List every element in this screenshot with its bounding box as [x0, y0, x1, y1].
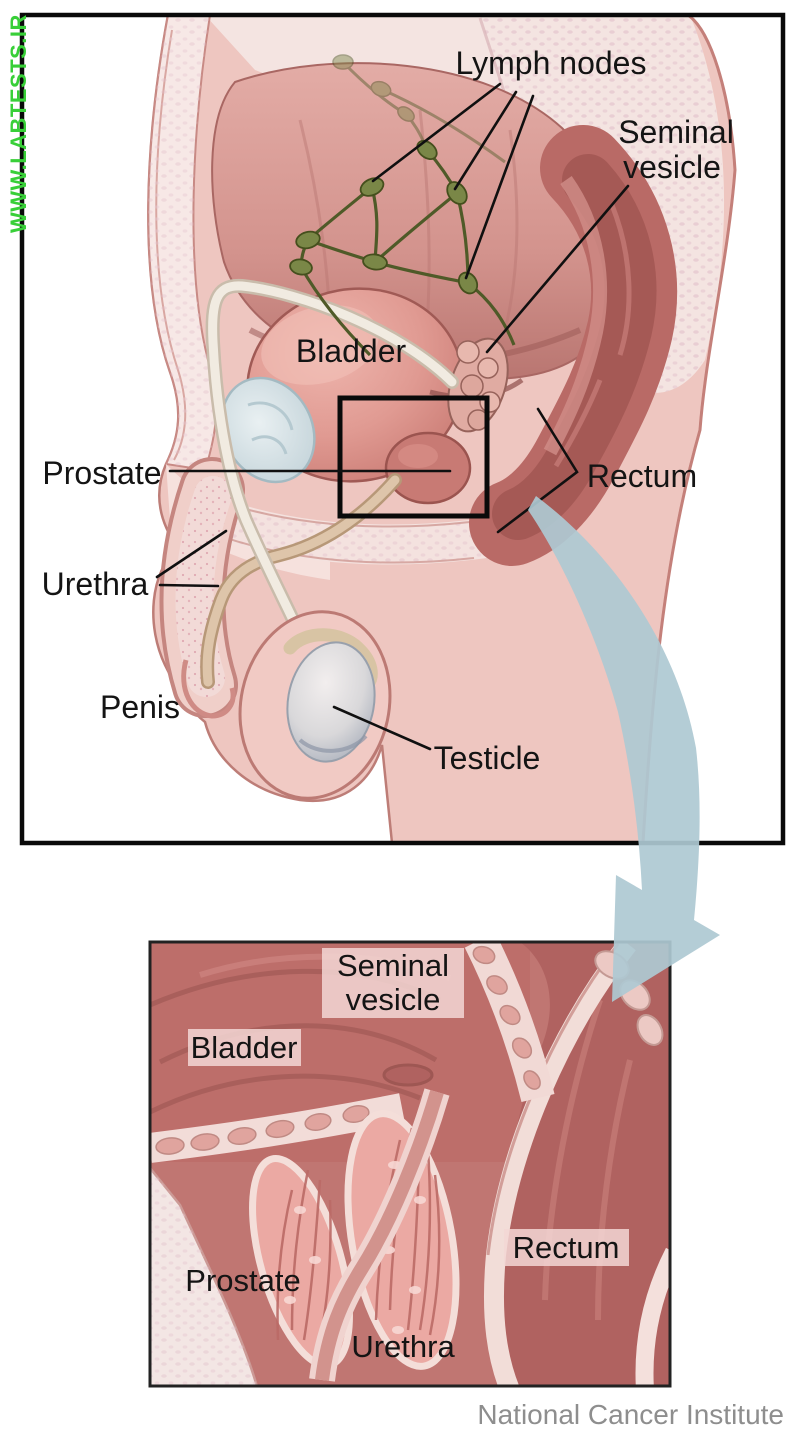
label-prostate: Prostate — [42, 455, 161, 491]
label-testicle: Testicle — [434, 740, 541, 776]
main-panel-frame — [19, 12, 786, 846]
inset-bladder-wall-band — [150, 1093, 405, 1163]
zoom-region-box — [337, 395, 490, 519]
credit-text: National Cancer Institute — [477, 1399, 784, 1430]
leader-lines — [155, 82, 630, 751]
label-rectum: Rectum — [587, 458, 697, 494]
urethra-leader-1 — [155, 529, 228, 579]
inset-labels: Seminal vesicle Bladder Prostate Rectum … — [185, 948, 629, 1364]
rectum-leader — [496, 407, 579, 534]
inset-bladder-labelbox — [188, 1029, 301, 1066]
prostate-shape — [384, 431, 472, 505]
inset-label-urethra: Urethra — [351, 1329, 455, 1364]
label-lymph-nodes: Lymph nodes — [456, 45, 647, 81]
label-bladder: Bladder — [296, 333, 407, 369]
inset-label-seminal-vesicle-1: Seminal — [337, 948, 449, 983]
lymph-faint — [332, 54, 506, 164]
label-penis: Penis — [100, 689, 180, 725]
main-labels: Lymph nodes Seminal vesicle Bladder Pros… — [42, 45, 734, 776]
zoom-arrow-icon — [528, 496, 720, 1002]
inset-label-bladder: Bladder — [191, 1030, 298, 1065]
inset-label-seminal-vesicle-2: vesicle — [346, 982, 441, 1017]
testicle-leader — [332, 705, 432, 751]
seminal-vesicle-leader — [485, 184, 630, 354]
label-seminal-vesicle-1: Seminal — [618, 114, 734, 150]
scrotum-shape — [238, 610, 392, 800]
urethra-shape — [200, 473, 402, 689]
label-urethra: Urethra — [42, 566, 149, 602]
inset-seminal-vesicle-strip — [464, 942, 555, 1103]
rectum-shape — [469, 125, 678, 566]
inset-prostate — [249, 1088, 460, 1382]
watermark-text: WWW.LABTESTS.IR — [6, 14, 31, 233]
testicle-shape — [286, 641, 376, 763]
main-panel — [22, 15, 783, 843]
vas-deferens — [205, 278, 459, 663]
lymph-nodes-shapes — [289, 139, 479, 295]
lymph-leader-2 — [453, 90, 518, 191]
lymph-leader-3 — [464, 94, 535, 280]
inset-seminal-vesicle-labelbox — [322, 948, 464, 1018]
inset-bone-tissue — [150, 1166, 259, 1386]
lymph-leader-1 — [371, 82, 502, 183]
urethra-leader-2 — [158, 583, 220, 588]
prostate-highlight — [398, 444, 438, 468]
inset-label-rectum: Rectum — [513, 1230, 620, 1265]
inset-panel-frame — [148, 940, 672, 1388]
inset-rectum-labelbox — [504, 1229, 629, 1266]
inset-label-prostate: Prostate — [185, 1263, 300, 1298]
lymph-network — [289, 139, 516, 357]
label-seminal-vesicle-2: vesicle — [623, 149, 721, 185]
seminal-vesicle-shape — [447, 337, 509, 433]
